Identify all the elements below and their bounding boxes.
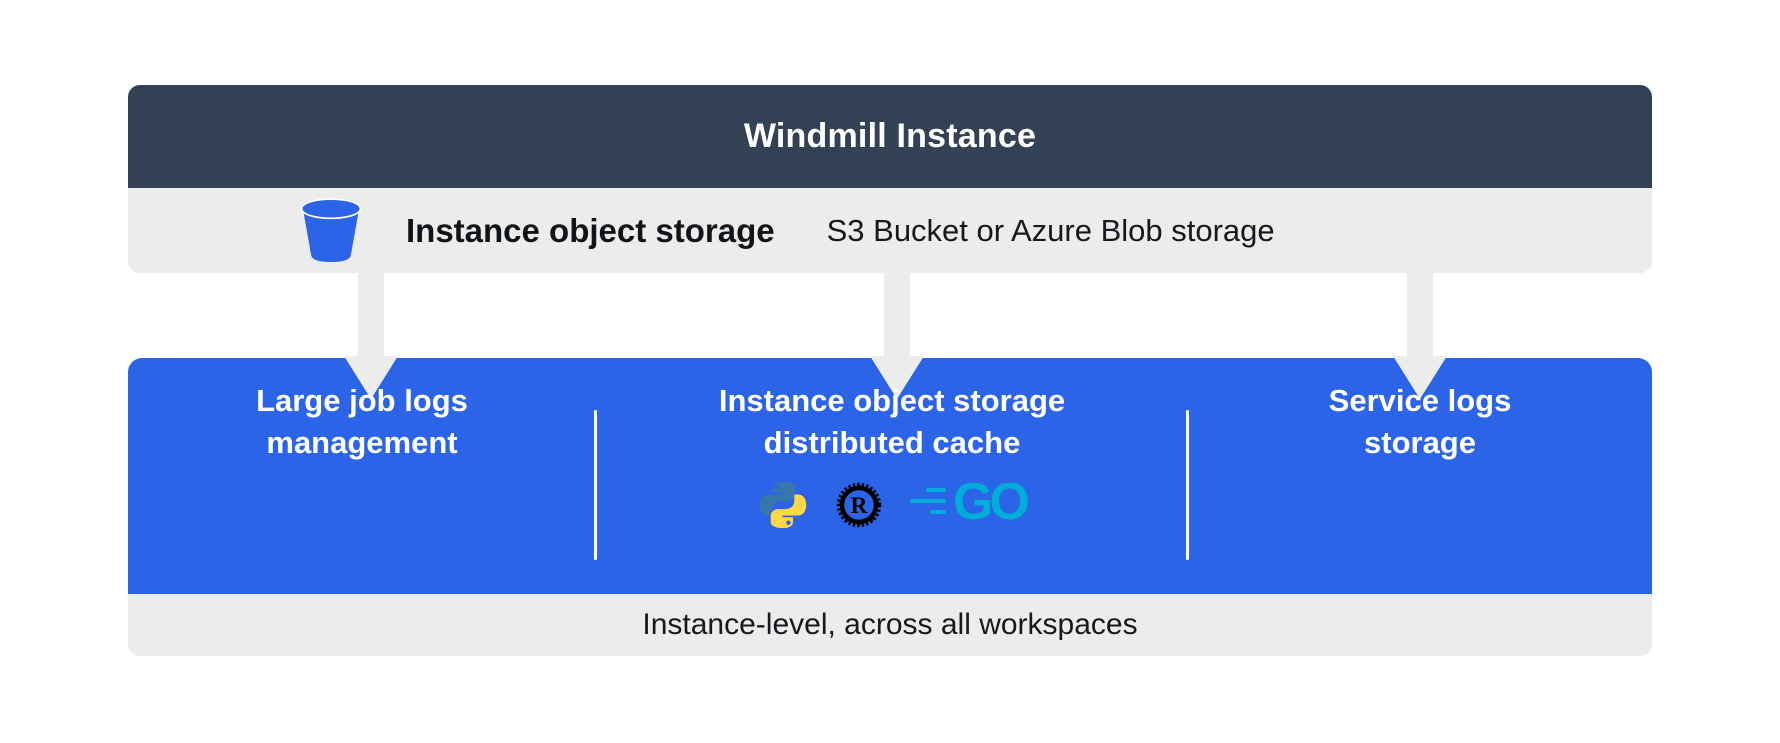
instance-object-storage-bar: Instance object storage S3 Bucket or Azu… — [128, 188, 1652, 273]
section-title: Large job logs management — [256, 383, 468, 460]
section-service-logs: Service logs storage — [1188, 358, 1652, 594]
python-logo-icon — [759, 481, 807, 529]
section-distributed-cache: Instance object storage distributed cach… — [596, 358, 1188, 594]
go-logo-text: GO — [953, 473, 1030, 531]
go-speed-lines — [910, 488, 947, 514]
go-speed-line — [910, 499, 947, 503]
section-title: Instance object storage distributed cach… — [718, 383, 1066, 460]
down-arrow-shaft — [884, 272, 910, 358]
down-arrow-head — [344, 356, 398, 399]
down-arrow-head — [870, 356, 924, 399]
language-icons-row: R GO — [758, 476, 1030, 532]
section-divider — [594, 410, 597, 560]
footer-bar: Instance-level, across all workspaces — [128, 594, 1652, 656]
header-bar: Windmill Instance — [128, 85, 1652, 188]
section-title: Service logs storage — [1328, 383, 1512, 460]
down-arrow-head — [1393, 356, 1447, 399]
storage-bar-label: Instance object storage — [406, 211, 775, 249]
s3-bucket-icon — [300, 197, 362, 264]
page-title: Windmill Instance — [743, 117, 1037, 155]
footer-label: Instance-level, across all workspaces — [642, 608, 1138, 641]
section-large-job-logs: Large job logs management — [128, 358, 596, 594]
section-divider — [1186, 410, 1189, 560]
rust-letter: R — [851, 493, 869, 519]
storage-bar-detail: S3 Bucket or Azure Blob storage — [826, 212, 1275, 248]
down-arrow-shaft — [1407, 272, 1433, 358]
go-logo-icon: GO — [910, 476, 1030, 528]
go-speed-line — [930, 510, 947, 514]
go-speed-line — [926, 488, 947, 492]
down-arrow-shaft — [358, 272, 384, 358]
rust-logo-icon: R — [836, 482, 882, 528]
